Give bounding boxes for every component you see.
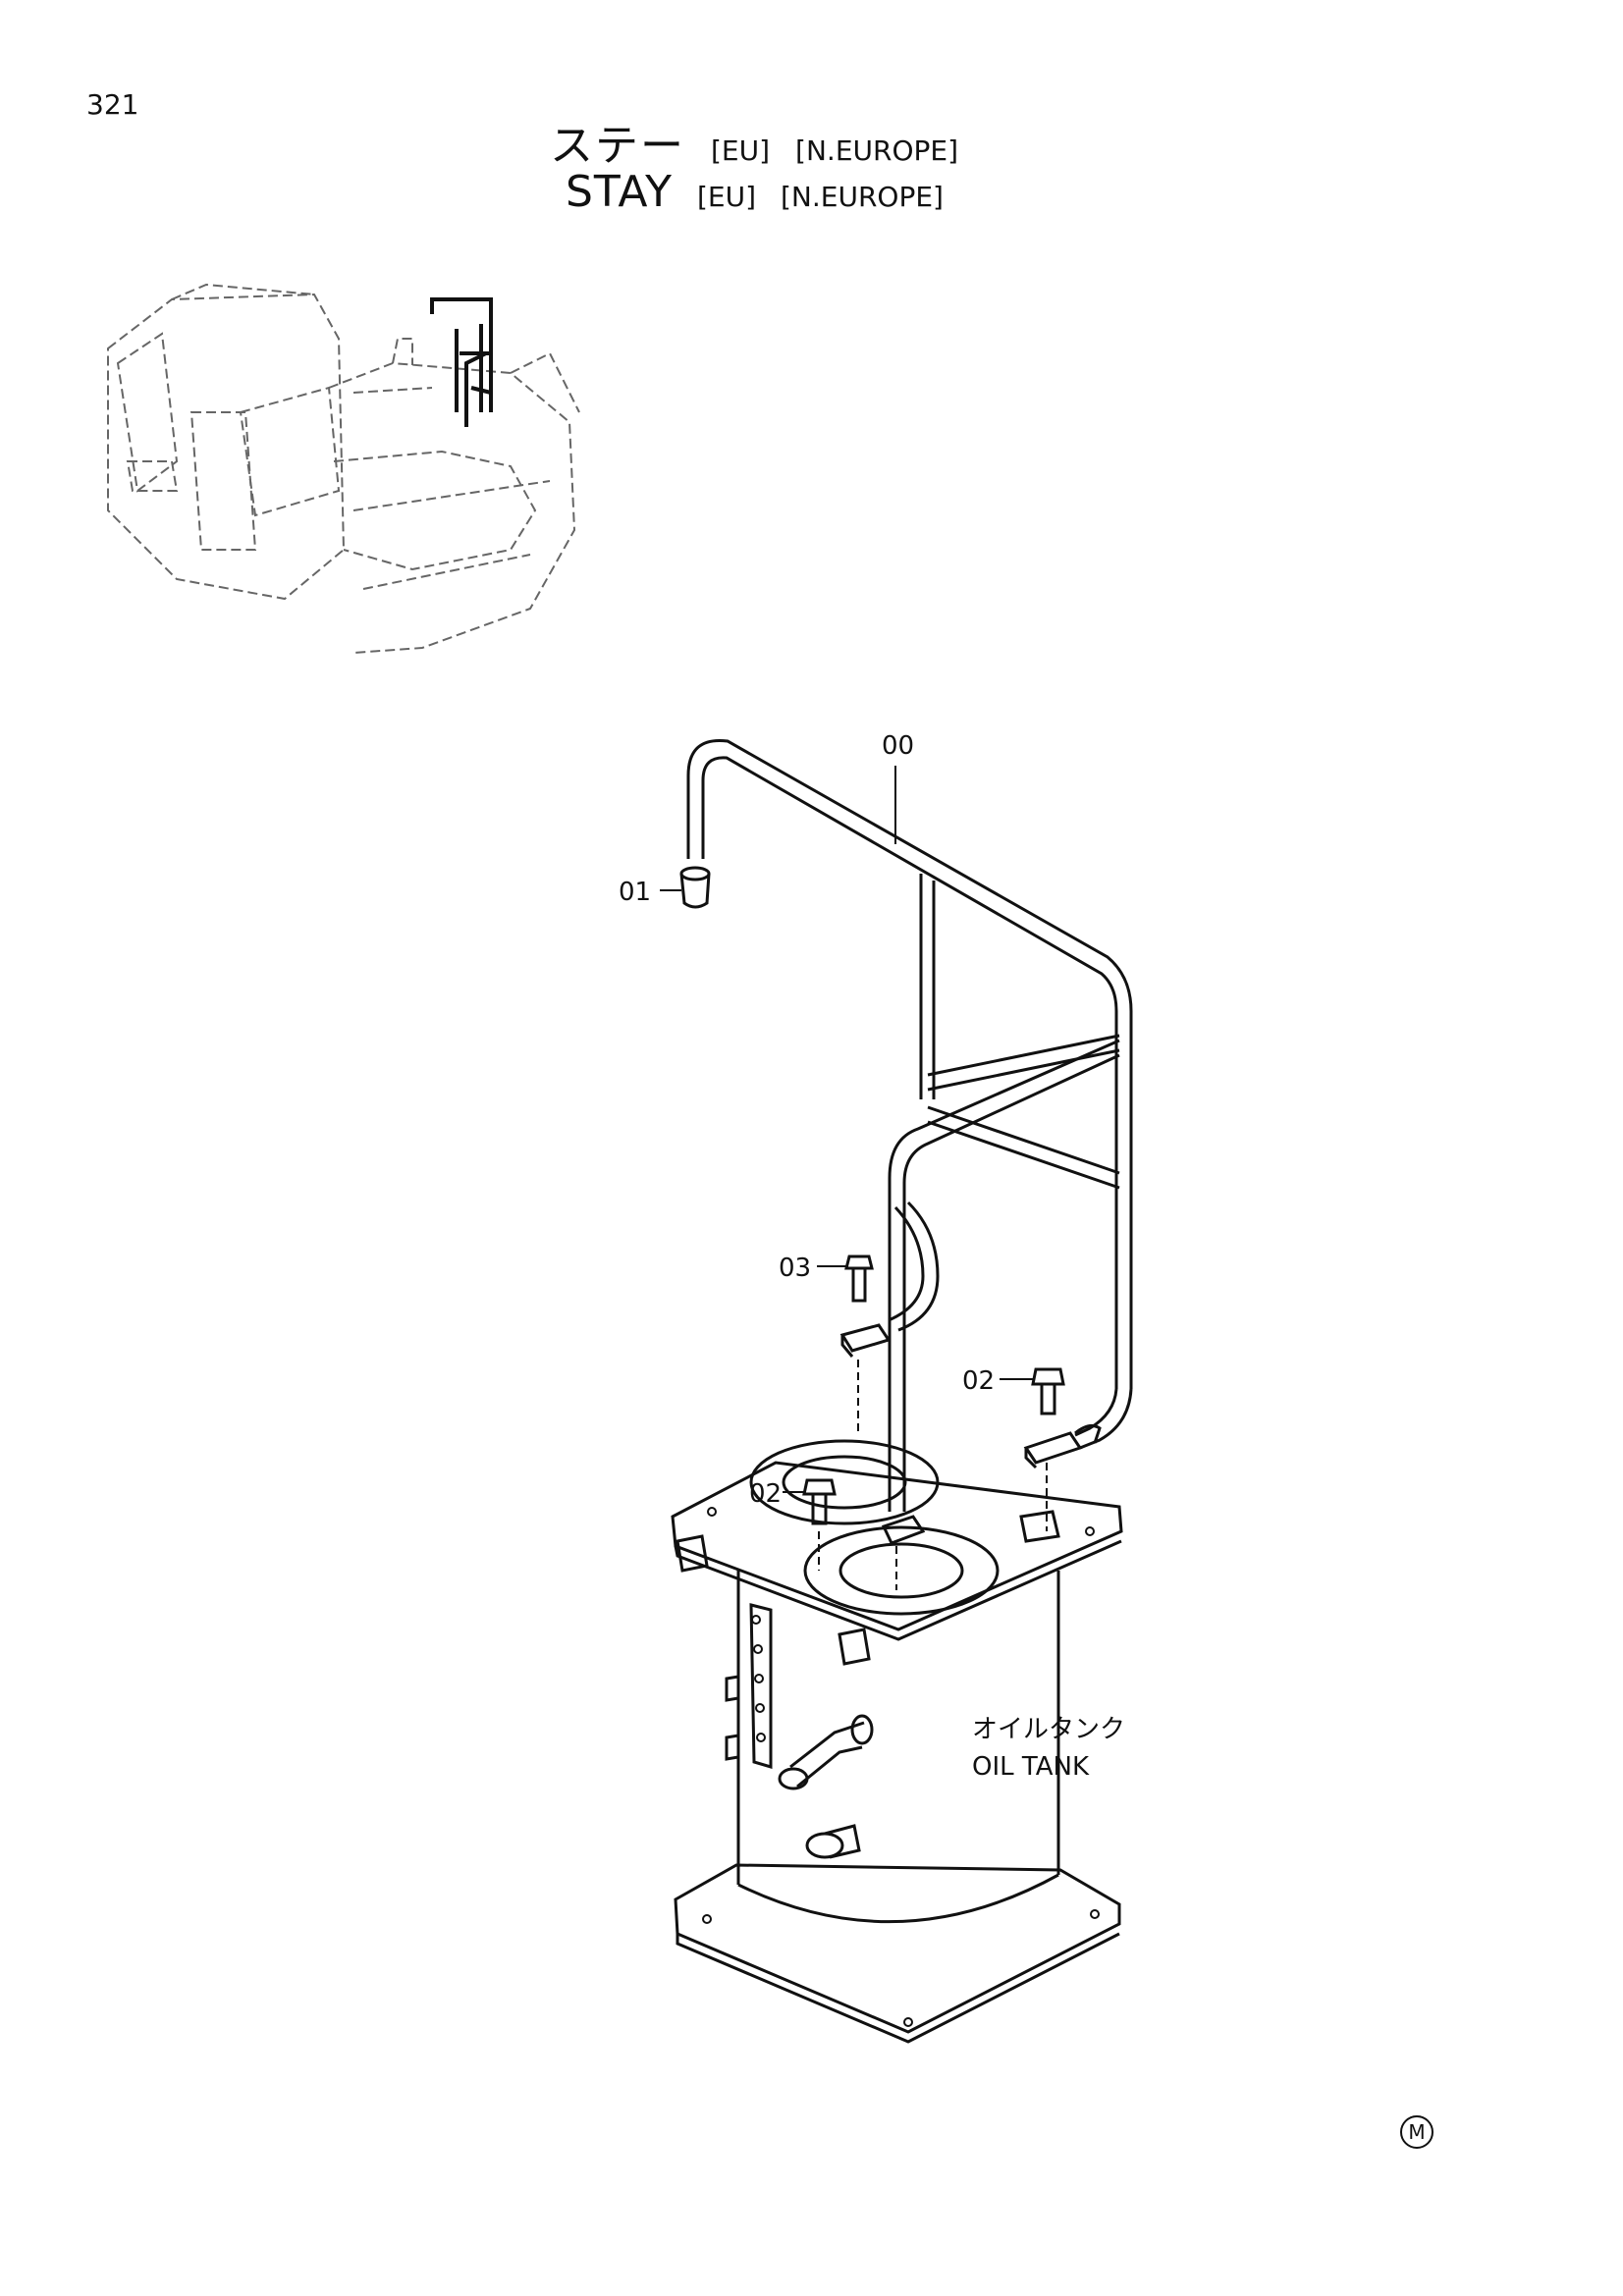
bolt-02-right bbox=[1031, 1367, 1065, 1415]
machine-overview bbox=[107, 283, 580, 654]
page-title-en: STAY [EU] [N.EUROPE] bbox=[566, 167, 944, 217]
page-number: 321 bbox=[86, 88, 139, 121]
stay-frame bbox=[686, 738, 1133, 1512]
callout-03: 03 bbox=[779, 1254, 811, 1283]
callout-02-right: 02 bbox=[962, 1366, 995, 1396]
assembly-lines bbox=[737, 1360, 1059, 1865]
title-jp-tag-eu: [EU] bbox=[711, 134, 771, 167]
title-jp-text: ステー bbox=[550, 121, 685, 171]
overview-stay-highlight bbox=[430, 297, 493, 427]
bolt-03 bbox=[844, 1255, 874, 1303]
oil-tank-label-jp: オイルタンク bbox=[972, 1715, 1125, 1744]
cap-part bbox=[679, 866, 711, 909]
bolt-holes bbox=[702, 1507, 1100, 2027]
model-mark: M bbox=[1400, 2115, 1434, 2149]
leader-lines bbox=[660, 766, 1033, 1493]
title-en-text: STAY bbox=[566, 167, 673, 217]
title-en-tag-eu: [EU] bbox=[696, 181, 756, 213]
callout-02-left: 02 bbox=[749, 1479, 782, 1509]
oil-tank bbox=[671, 1439, 1123, 2044]
callout-00: 00 bbox=[882, 731, 914, 761]
mount-brackets bbox=[839, 1323, 1102, 1545]
title-jp-tag-region: [N.EUROPE] bbox=[795, 134, 958, 167]
oil-tank-label-en: OIL TANK bbox=[972, 1752, 1090, 1782]
page-title-jp: ステー [EU] [N.EUROPE] bbox=[550, 110, 958, 173]
callout-01: 01 bbox=[619, 878, 651, 907]
title-en-tag-region: [N.EUROPE] bbox=[781, 181, 944, 213]
